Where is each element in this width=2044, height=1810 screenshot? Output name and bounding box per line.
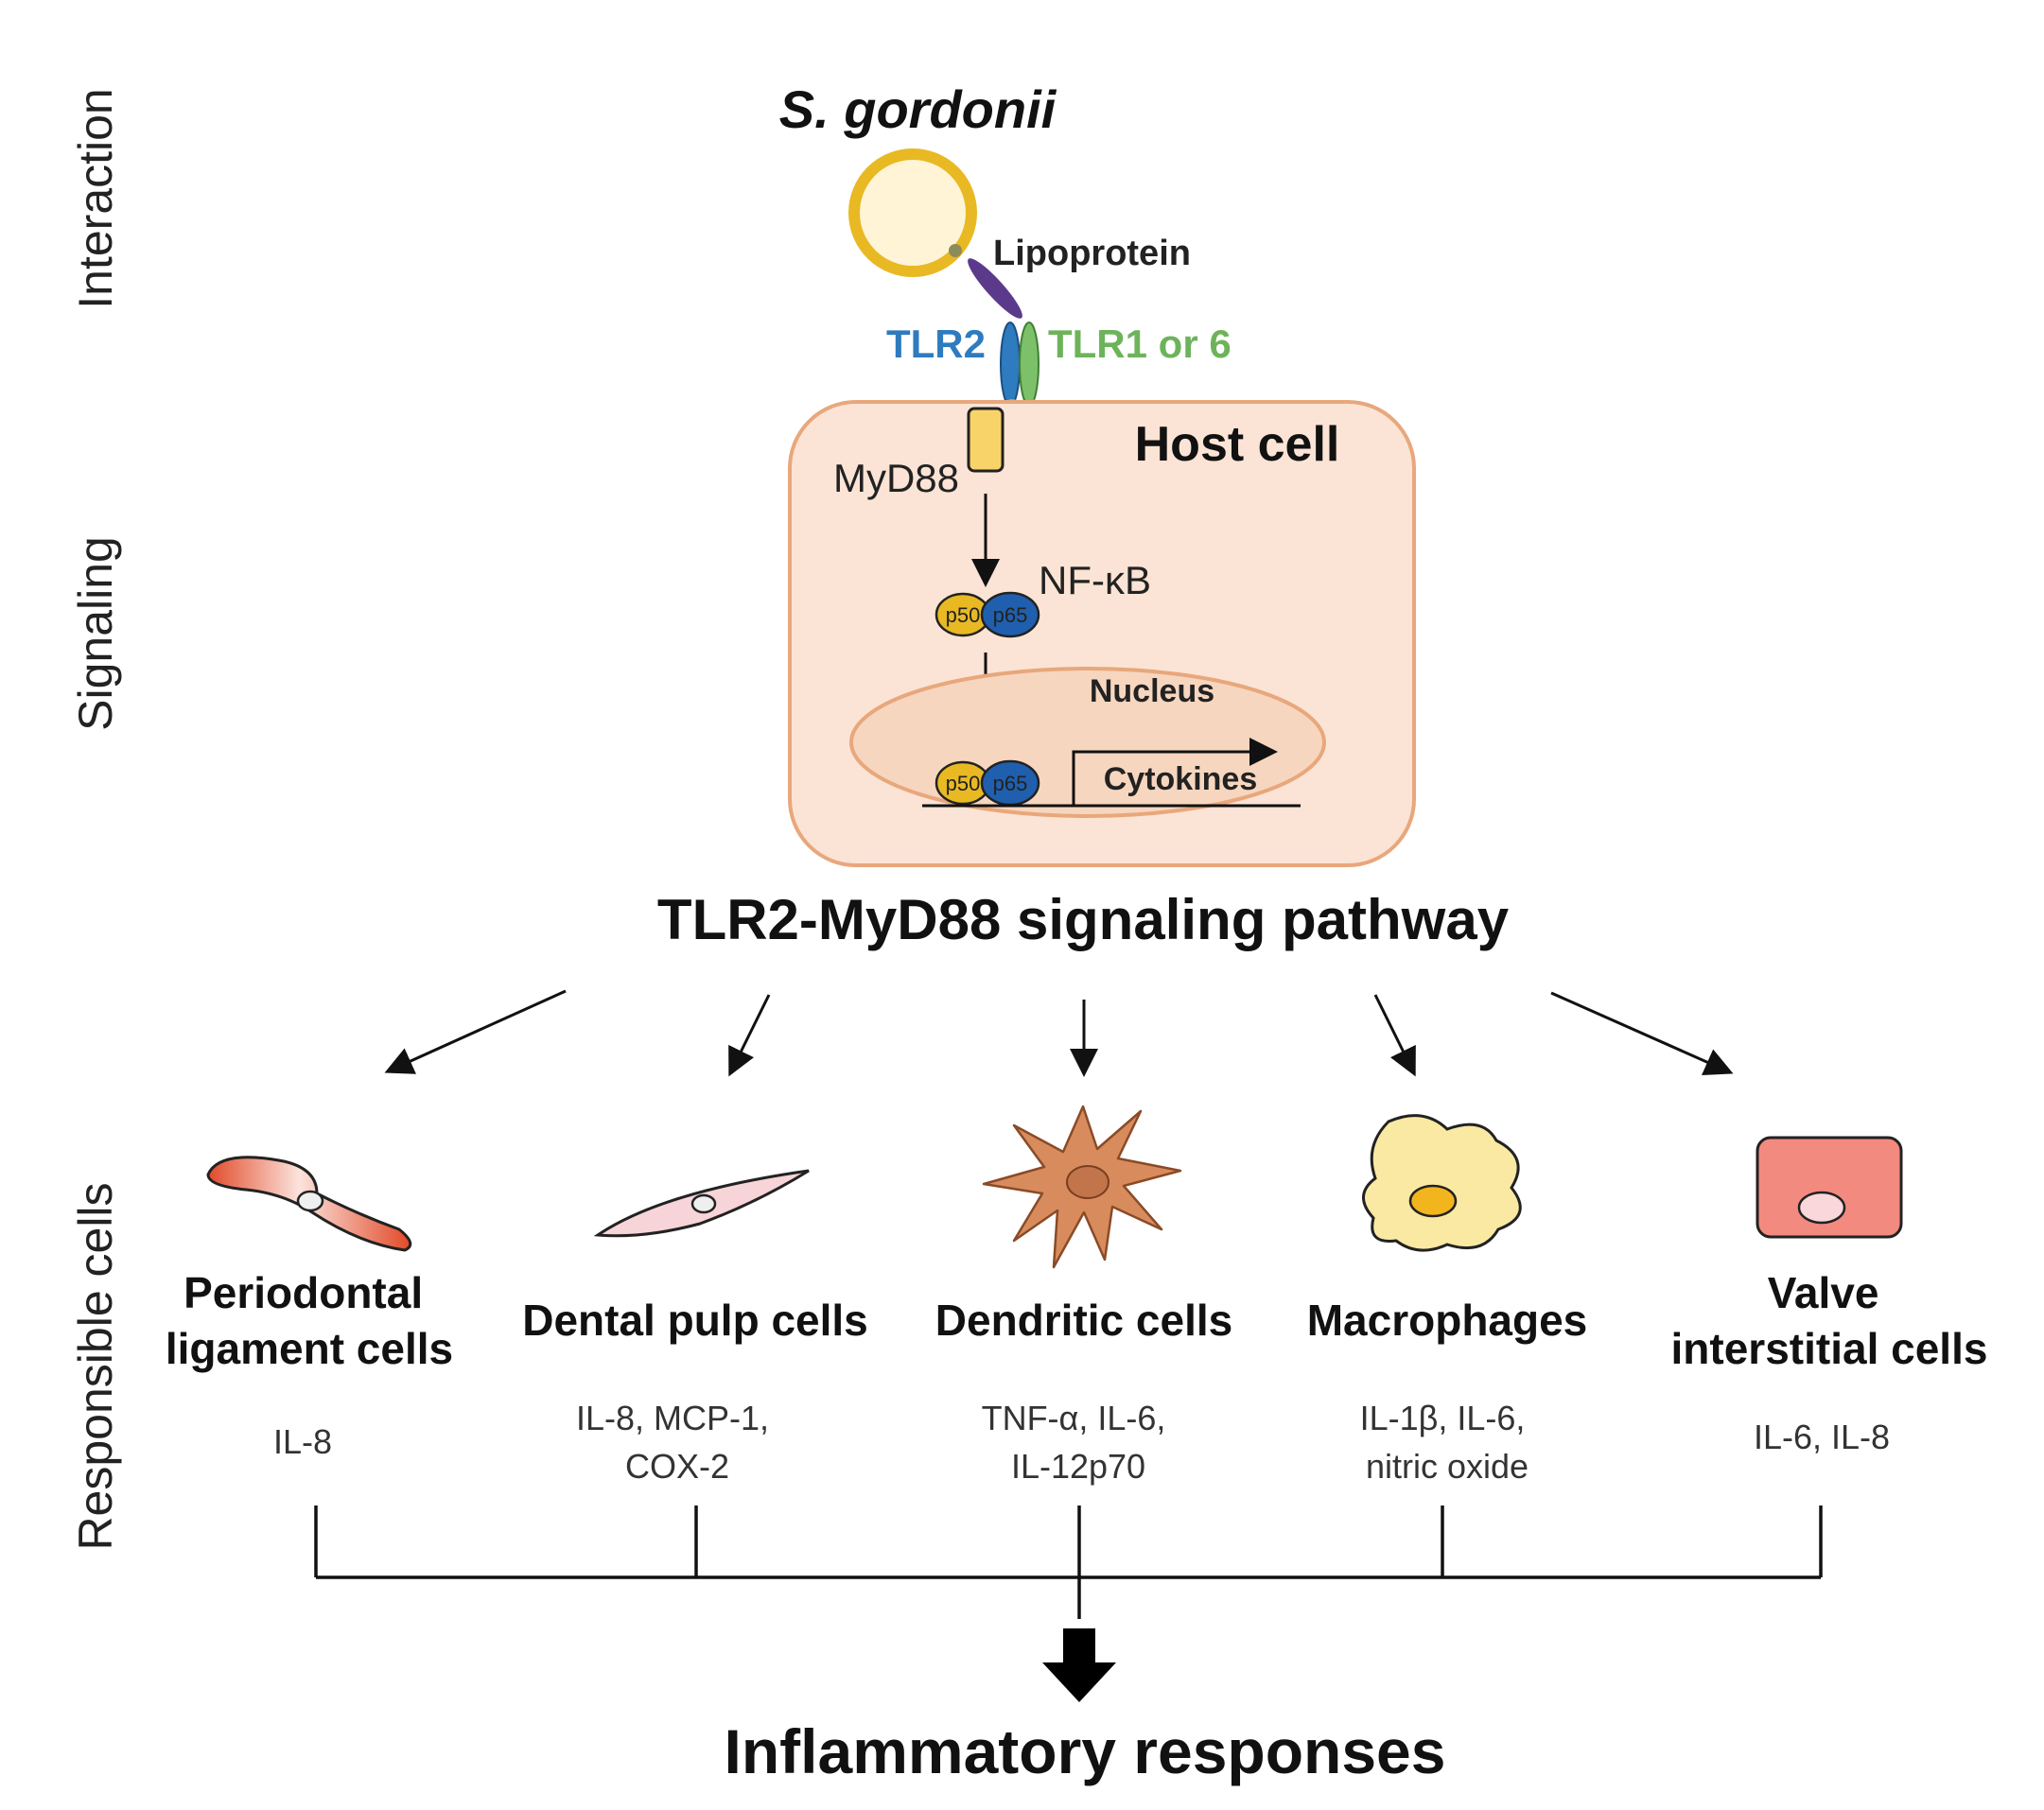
cytokines-dendritic: TNF-α, IL-6, IL-12p70	[982, 1399, 1176, 1486]
cytokines-label: Cytokines	[1104, 761, 1258, 797]
cell-name-dendritic: Dendritic cells	[935, 1296, 1232, 1345]
cytokines-periodontal-ligament: IL-8	[273, 1422, 332, 1461]
outcome-arrow-icon	[1042, 1628, 1116, 1702]
convergence-bracket	[314, 1505, 1823, 1619]
tlr2-label: TLR2	[886, 322, 986, 366]
transcription-arrow	[1072, 738, 1278, 806]
side-label-responsible-cells: Responsible cells	[69, 1182, 122, 1550]
arrow-to-macrophages	[1373, 994, 1416, 1077]
myd88-label: MyD88	[833, 456, 959, 500]
p65-subunit-icon	[980, 591, 1040, 638]
nfkb-complex-nuclear-icon: p50 p65	[935, 759, 1040, 807]
lipoprotein-label: Lipoprotein	[993, 234, 1191, 273]
valve-interstitial-cell-icon	[1756, 1136, 1903, 1239]
side-label-signaling: Signaling	[69, 536, 122, 731]
cell-name-periodontal-ligament: Periodontal ligament cells	[166, 1268, 453, 1373]
macrophage-icon	[1362, 1114, 1522, 1252]
p65-label: p65	[993, 603, 1028, 627]
periodontal-ligament-cell-icon	[206, 1156, 412, 1252]
cell-name-macrophages: Macrophages	[1307, 1296, 1588, 1345]
arrow-to-periodontal	[384, 989, 567, 1074]
outcome-label: Inflammatory responses	[725, 1716, 1446, 1786]
nfkb-label: NF-κB	[1039, 558, 1151, 602]
nucleus-label: Nucleus	[1090, 673, 1214, 709]
host-cell-title: Host cell	[1135, 417, 1340, 472]
cytokines-macrophages: IL-1β, IL-6, nitric oxide	[1360, 1399, 1535, 1486]
cytokines-valve-interstitial: IL-6, IL-8	[1754, 1418, 1890, 1456]
cell-name-valve-interstitial: Valve interstitial cells	[1671, 1268, 1988, 1373]
myd88-icon	[967, 407, 1005, 473]
cytokines-dental-pulp: IL-8, MCP-1, COX-2	[576, 1399, 778, 1486]
arrow-to-dental-pulp	[728, 994, 771, 1077]
side-label-interaction: Interaction	[69, 88, 122, 308]
p50-label: p50	[946, 603, 981, 627]
bacterium-cell-icon	[848, 148, 977, 277]
bacterium-name: S. gordonii	[779, 79, 1057, 139]
cell-name-dental-pulp: Dental pulp cells	[522, 1296, 868, 1345]
lipoprotein-icon	[949, 244, 1022, 319]
nfkb-complex-icon: p50 p65	[935, 591, 1040, 638]
tlr1-or-6-label: TLR1 or 6	[1048, 322, 1232, 366]
pathway-title: TLR2-MyD88 signaling pathway	[657, 888, 1510, 951]
dendritic-cell-icon	[982, 1105, 1182, 1269]
dental-pulp-cell-icon	[593, 1169, 810, 1238]
p50-nuclear-label: p50	[946, 772, 981, 795]
arrow-to-valve	[1550, 991, 1734, 1075]
p65-nuclear-label: p65	[993, 772, 1028, 795]
